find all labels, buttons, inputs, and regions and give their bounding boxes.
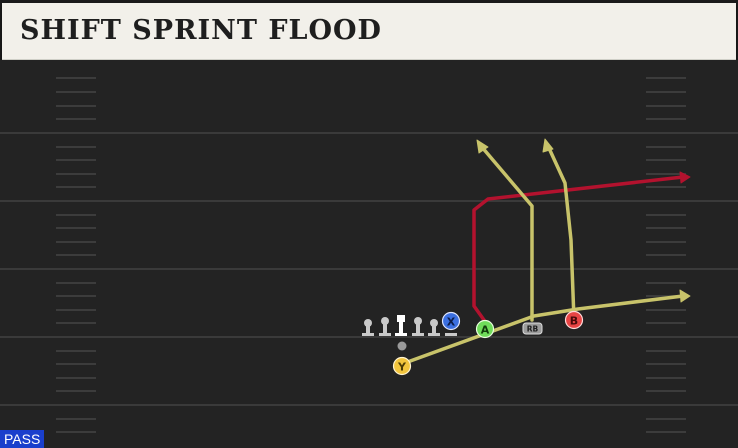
lineman-icon	[379, 317, 391, 336]
player-rb-label: RB	[527, 325, 539, 334]
player-rb[interactable]: RB	[522, 322, 543, 335]
player-b[interactable]: B	[564, 310, 584, 330]
route-rb-yellow	[479, 144, 534, 322]
play-title: SHIFT SPRINT FLOOD	[20, 15, 382, 46]
route-y-yellow	[400, 294, 685, 366]
route-a-red	[472, 175, 685, 322]
lineman-icon	[428, 319, 440, 336]
play-title-bar: SHIFT SPRINT FLOOD	[2, 3, 736, 60]
player-a[interactable]: A	[475, 319, 495, 339]
quarterback-icon	[397, 341, 407, 351]
lineman-icon	[412, 317, 424, 336]
player-x-label: X	[447, 316, 456, 329]
player-b-label: B	[570, 315, 578, 328]
lineman-icon	[362, 319, 374, 336]
route-b-yellow	[546, 144, 576, 322]
player-x[interactable]: X	[441, 311, 461, 331]
hash-marks	[56, 77, 686, 433]
player-y[interactable]: Y	[392, 356, 412, 376]
route-b-arrowhead	[542, 138, 554, 153]
route-a-arrowhead	[679, 171, 691, 184]
player-a-label: A	[481, 324, 490, 337]
center-icon	[395, 315, 407, 336]
play-type-badge: PASS	[0, 430, 45, 448]
player-y-label: Y	[397, 361, 407, 374]
offensive-line	[362, 315, 457, 351]
football-field	[0, 60, 738, 448]
yard-lines	[0, 132, 738, 406]
lineman-icon	[445, 333, 457, 336]
route-y-arrowhead	[679, 289, 691, 303]
route-rb-arrowhead	[476, 139, 489, 154]
